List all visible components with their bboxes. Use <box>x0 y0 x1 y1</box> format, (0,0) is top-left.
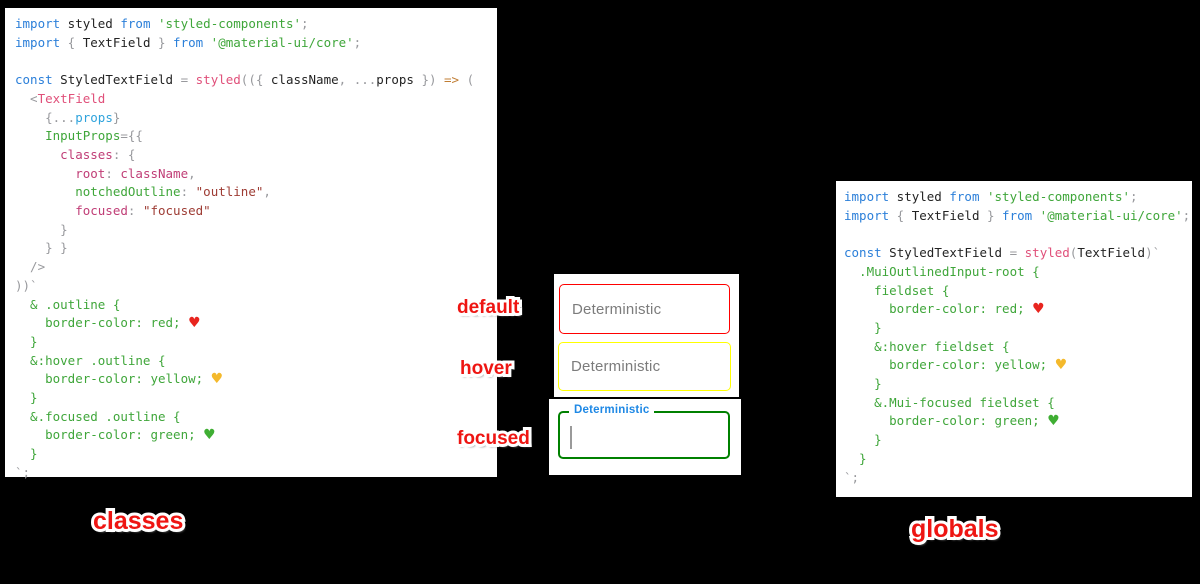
state-label-default: default <box>457 297 520 319</box>
code-line: import { TextField } from '@material-ui/… <box>844 207 1191 223</box>
globals-code-panel: import styled from 'styled-components'; i… <box>836 181 1192 497</box>
code-line: /> <box>15 259 46 275</box>
code-line: } <box>15 221 68 237</box>
textfield-hover[interactable]: Deterministic <box>558 342 731 391</box>
code-line: &:hover fieldset { <box>844 338 1010 354</box>
code-line <box>844 225 1192 244</box>
code-line: import styled from 'styled-components'; <box>15 16 309 31</box>
code-line: const StyledTextField = styled(({ classN… <box>15 72 475 88</box>
state-label-focused: focused <box>457 428 530 450</box>
code-line: border-color: yellow; ♥ <box>844 357 1068 374</box>
code-line: border-color: red; ♥ <box>844 301 1045 318</box>
code-line: & .outline { <box>15 296 121 312</box>
code-line: root: className, <box>15 165 196 181</box>
code-line: fieldset { <box>844 282 950 298</box>
code-line: InputProps={{ <box>15 128 143 144</box>
code-line: border-color: green; ♥ <box>15 427 216 444</box>
code-line: } <box>15 446 38 462</box>
code-line: `; <box>15 464 31 480</box>
textfield-default[interactable]: Deterministic <box>559 284 730 334</box>
textfield-demo-panel-top: Deterministic Deterministic <box>554 274 739 397</box>
code-line: } <box>844 376 882 392</box>
textfield-hover-placeholder: Deterministic <box>571 358 661 375</box>
code-line: } <box>844 432 882 448</box>
code-line: } <box>844 319 882 335</box>
caption-globals: globals <box>911 515 999 544</box>
code-line: } } <box>15 240 68 256</box>
code-line: import styled from 'styled-components'; <box>844 189 1138 204</box>
code-line: notchedOutline: "outline", <box>15 184 271 200</box>
text-cursor <box>570 426 572 449</box>
code-line: border-color: yellow; ♥ <box>15 371 224 388</box>
code-line: `; <box>844 469 860 485</box>
code-line: focused: "focused" <box>15 203 211 219</box>
code-line: &:hover .outline { <box>15 352 166 368</box>
textfield-focused[interactable]: Deterministic <box>558 404 730 459</box>
code-line: } <box>15 333 38 349</box>
state-label-hover: hover <box>460 358 512 380</box>
textfield-demo-panel-bottom: Deterministic <box>549 399 741 475</box>
code-line: const StyledTextField = styled(TextField… <box>844 245 1161 261</box>
code-line: <TextField <box>15 90 106 106</box>
code-line: {...props} <box>15 109 121 125</box>
code-line: } <box>15 390 38 406</box>
classes-code-panel: import styled from 'styled-components'; i… <box>5 8 497 480</box>
code-line: ))` <box>15 277 38 293</box>
code-line: } <box>844 450 867 466</box>
textfield-focused-label: Deterministic <box>569 404 655 416</box>
code-line <box>15 52 497 71</box>
code-line: &.Mui-focused fieldset { <box>844 394 1055 410</box>
code-line: classes: { <box>15 146 136 162</box>
code-line: .MuiOutlinedInput-root { <box>844 263 1040 279</box>
code-line: border-color: green; ♥ <box>844 413 1060 430</box>
code-line: border-color: red; ♥ <box>15 315 201 332</box>
textfield-default-placeholder: Deterministic <box>572 300 662 318</box>
code-line: import { TextField } from '@material-ui/… <box>15 34 362 50</box>
caption-classes: classes <box>93 507 184 536</box>
code-line: &.focused .outline { <box>15 408 181 424</box>
